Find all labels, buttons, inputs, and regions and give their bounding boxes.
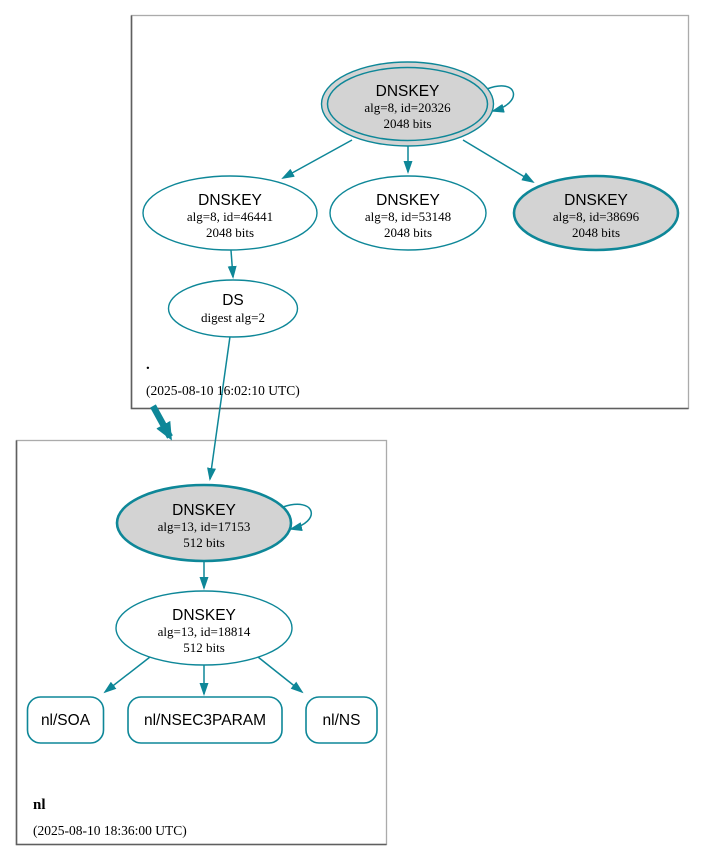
edge-nl-ksk-self-loop: [282, 503, 312, 531]
nl-ns-box[interactable]: [305, 696, 378, 744]
nl-zone-cluster: [15, 439, 388, 846]
nl-zone-label: nl: [33, 797, 46, 813]
root-zone-box-shade: [130, 15, 689, 410]
nl-zsk-18814-bits: 512 bits: [183, 640, 225, 655]
nl-ns-label: nl/NS: [323, 712, 361, 729]
root-ds-type: DS: [222, 292, 244, 309]
nl-nsec3param-box[interactable]: [127, 696, 283, 744]
nl-soa-box[interactable]: [26, 696, 105, 744]
nl-ksk-17153-detail: alg=13, id=17153: [158, 519, 251, 534]
nl-ksk-17153-bits: 512 bits: [183, 535, 225, 550]
nl-ns-rrset-node[interactable]: nl/NS: [305, 696, 378, 744]
root-zsk-46441-bits: 2048 bits: [206, 225, 254, 240]
edge-root-ksk-to-ksk38696: [462, 139, 535, 184]
nl-nsec3param-rrset-node[interactable]: nl/NSEC3PARAM: [127, 696, 283, 744]
nl-zone-timestamp: (2025-08-10 18:36:00 UTC): [33, 823, 187, 838]
root-ksk-38696-type: DNSKEY: [564, 192, 628, 209]
nl-ksk-17153-type: DNSKEY: [172, 502, 236, 519]
edge-zsk46441-to-ds: [227, 250, 237, 279]
nl-zsk-18814-ellipse[interactable]: [115, 590, 293, 666]
root-ksk-20326-detail: alg=8, id=20326: [364, 100, 451, 115]
root-zsk-46441-detail: alg=8, id=46441: [187, 209, 273, 224]
edge-root-ksk-to-zsk46441: [281, 139, 353, 179]
edge-nl-zsk-to-soa: [103, 656, 151, 694]
root-ksk-38696-bits: 2048 bits: [572, 225, 620, 240]
edge-ds-to-nl-ksk: [207, 336, 231, 481]
edge-root-ksk-self-loop: [486, 85, 514, 113]
root-zsk-53148-type: DNSKEY: [376, 192, 440, 209]
edges: [103, 85, 535, 696]
root-ds-ellipse[interactable]: [167, 279, 299, 338]
root-zsk-46441-ellipse[interactable]: [142, 175, 318, 251]
root-zone-timestamp: (2025-08-10 16:02:10 UTC): [146, 383, 300, 398]
root-zsk-53148-bits: 2048 bits: [384, 225, 432, 240]
nl-ksk-17153-node[interactable]: DNSKEY alg=13, id=17153 512 bits: [115, 483, 293, 563]
root-zsk-46441-type: DNSKEY: [198, 192, 262, 209]
root-ksk-38696-ellipse[interactable]: [512, 174, 680, 252]
root-ksk-38696-node[interactable]: DNSKEY alg=8, id=38696 2048 bits: [512, 174, 680, 252]
root-ksk-20326-type: DNSKEY: [376, 83, 440, 100]
nl-zone-box-shade: [15, 440, 387, 846]
edge-delegation-root-to-nl: [150, 404, 173, 441]
root-ksk-38696-detail: alg=8, id=38696: [553, 209, 640, 224]
root-ksk-20326-node[interactable]: DNSKEY alg=8, id=20326 2048 bits: [320, 61, 495, 147]
nl-soa-rrset-node[interactable]: nl/SOA: [26, 696, 105, 744]
nl-soa-label: nl/SOA: [41, 712, 91, 729]
root-zsk-46441-node[interactable]: DNSKEY alg=8, id=46441 2048 bits: [142, 175, 318, 251]
root-zone-cluster: [130, 14, 690, 410]
edge-nl-zsk-to-ns: [257, 656, 304, 694]
root-ksk-20326-bits: 2048 bits: [383, 116, 431, 131]
nl-ksk-17153-ellipse[interactable]: [115, 483, 293, 563]
nl-zsk-18814-node[interactable]: DNSKEY alg=13, id=18814 512 bits: [115, 590, 293, 666]
root-zsk-53148-node[interactable]: DNSKEY alg=8, id=53148 2048 bits: [329, 175, 487, 251]
root-ds-detail: digest alg=2: [201, 310, 265, 325]
root-zsk-53148-ellipse[interactable]: [329, 175, 487, 251]
root-zsk-53148-detail: alg=8, id=53148: [365, 209, 451, 224]
nl-zsk-18814-type: DNSKEY: [172, 607, 236, 624]
root-zone-label: .: [146, 357, 150, 373]
root-ksk-20326-inner-ellipse: [326, 66, 489, 142]
nl-nsec3param-label: nl/NSEC3PARAM: [144, 712, 266, 729]
root-ksk-20326-outer-ellipse[interactable]: [320, 61, 495, 147]
nl-zsk-18814-detail: alg=13, id=18814: [158, 624, 251, 639]
root-ds-node[interactable]: DS digest alg=2: [167, 279, 299, 338]
